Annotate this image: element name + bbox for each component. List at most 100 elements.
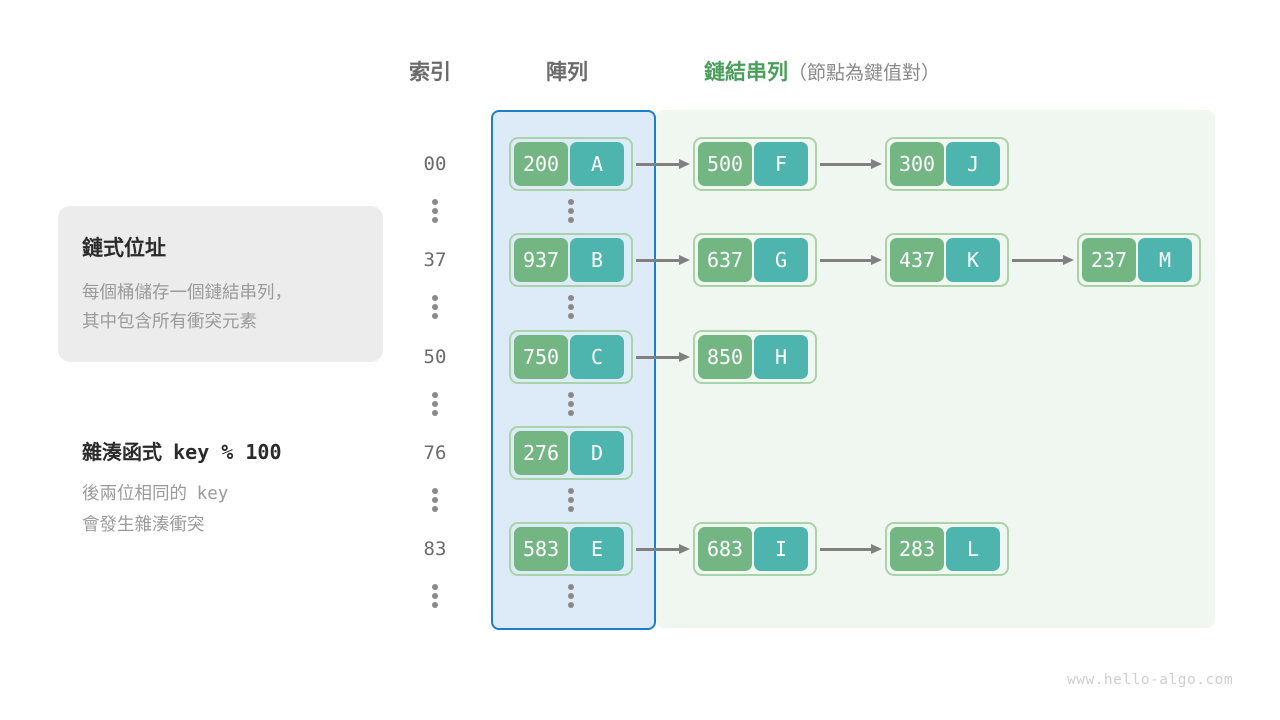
- arrow-head: [679, 255, 690, 265]
- row-index-label: 00: [423, 153, 447, 175]
- hash-function-note: 後兩位相同的 key 會發生雜湊衝突: [82, 478, 382, 539]
- ellipsis-dot: [432, 208, 438, 214]
- link-arrow: [820, 255, 882, 265]
- arrow-head: [679, 352, 690, 362]
- array-ellipsis: [541, 485, 601, 515]
- info-card-title: 鏈式位址: [82, 237, 166, 260]
- node-value: I: [754, 527, 808, 571]
- arrow-shaft: [636, 356, 679, 359]
- node-value: E: [570, 527, 624, 571]
- ellipsis-dot: [432, 584, 438, 590]
- ellipsis-dot: [568, 304, 574, 310]
- arrow-shaft: [636, 259, 679, 262]
- column-header-linked-list-main: 鏈結串列: [704, 61, 788, 84]
- arrow-head: [871, 544, 882, 554]
- ellipsis-dot: [568, 208, 574, 214]
- index-ellipsis: [405, 485, 465, 515]
- ellipsis-dot: [568, 584, 574, 590]
- node-value: K: [946, 238, 1000, 282]
- hash-function-label: 雜湊函式: [82, 442, 162, 464]
- arrow-head: [679, 159, 690, 169]
- info-card-line-1: 每個桶儲存一個鏈結串列，: [82, 282, 292, 302]
- hash-note-line-1: 後兩位相同的 key: [82, 478, 382, 509]
- hash-note-line-2: 會發生雜湊衝突: [82, 514, 205, 534]
- link-arrow: [820, 159, 882, 169]
- ellipsis-dot: [568, 392, 574, 398]
- node-key: 500: [698, 142, 752, 186]
- node-key: 583: [514, 527, 568, 571]
- ellipsis-dot: [568, 217, 574, 223]
- ellipsis-dot: [568, 410, 574, 416]
- ellipsis-dot: [432, 401, 438, 407]
- node-key: 237: [1082, 238, 1136, 282]
- arrow-shaft: [820, 163, 871, 166]
- link-arrow: [636, 159, 690, 169]
- ellipsis-dot: [432, 497, 438, 503]
- node-key: 276: [514, 431, 568, 475]
- node-value: L: [946, 527, 1000, 571]
- node-value: G: [754, 238, 808, 282]
- array-ellipsis: [541, 292, 601, 322]
- node-key: 937: [514, 238, 568, 282]
- node-value: D: [570, 431, 624, 475]
- link-arrow: [1012, 255, 1074, 265]
- arrow-head: [679, 544, 690, 554]
- node-key: 750: [514, 335, 568, 379]
- hash-function-title: 雜湊函式 key % 100: [82, 436, 282, 465]
- ellipsis-dot: [568, 593, 574, 599]
- array-ellipsis: [541, 389, 601, 419]
- ellipsis-dot: [432, 304, 438, 310]
- arrow-head: [871, 159, 882, 169]
- ellipsis-dot: [568, 295, 574, 301]
- node-key: 850: [698, 335, 752, 379]
- ellipsis-dot: [568, 199, 574, 205]
- node-value: H: [754, 335, 808, 379]
- footer-watermark: www.hello-algo.com: [1067, 672, 1234, 688]
- info-card-line-2: 其中包含所有衝突元素: [82, 311, 257, 331]
- node-value: B: [570, 238, 624, 282]
- arrow-head: [1063, 255, 1074, 265]
- ellipsis-dot: [432, 506, 438, 512]
- arrow-shaft: [1012, 259, 1063, 262]
- row-index-label: 37: [423, 249, 447, 271]
- ellipsis-dot: [432, 295, 438, 301]
- hash-function-expression: key % 100: [173, 440, 282, 464]
- arrow-shaft: [820, 259, 871, 262]
- column-header-linked-list: 鏈結串列（節點為鍵值對）: [704, 56, 940, 86]
- node-value: A: [570, 142, 624, 186]
- array-ellipsis: [541, 196, 601, 226]
- ellipsis-dot: [432, 593, 438, 599]
- index-ellipsis: [405, 389, 465, 419]
- node-key: 437: [890, 238, 944, 282]
- info-card-body: 每個桶儲存一個鏈結串列， 其中包含所有衝突元素: [82, 278, 372, 336]
- column-header-index: 索引: [409, 61, 451, 84]
- index-ellipsis: [405, 581, 465, 611]
- index-ellipsis: [405, 292, 465, 322]
- ellipsis-dot: [432, 313, 438, 319]
- node-value: C: [570, 335, 624, 379]
- node-key: 200: [514, 142, 568, 186]
- hash-note-line-1-text: 後兩位相同的: [82, 483, 187, 503]
- info-card: [58, 206, 383, 362]
- ellipsis-dot: [568, 602, 574, 608]
- arrow-shaft: [636, 548, 679, 551]
- arrow-head: [871, 255, 882, 265]
- index-ellipsis: [405, 196, 465, 226]
- ellipsis-dot: [432, 488, 438, 494]
- node-value: F: [754, 142, 808, 186]
- row-index-label: 76: [423, 442, 447, 464]
